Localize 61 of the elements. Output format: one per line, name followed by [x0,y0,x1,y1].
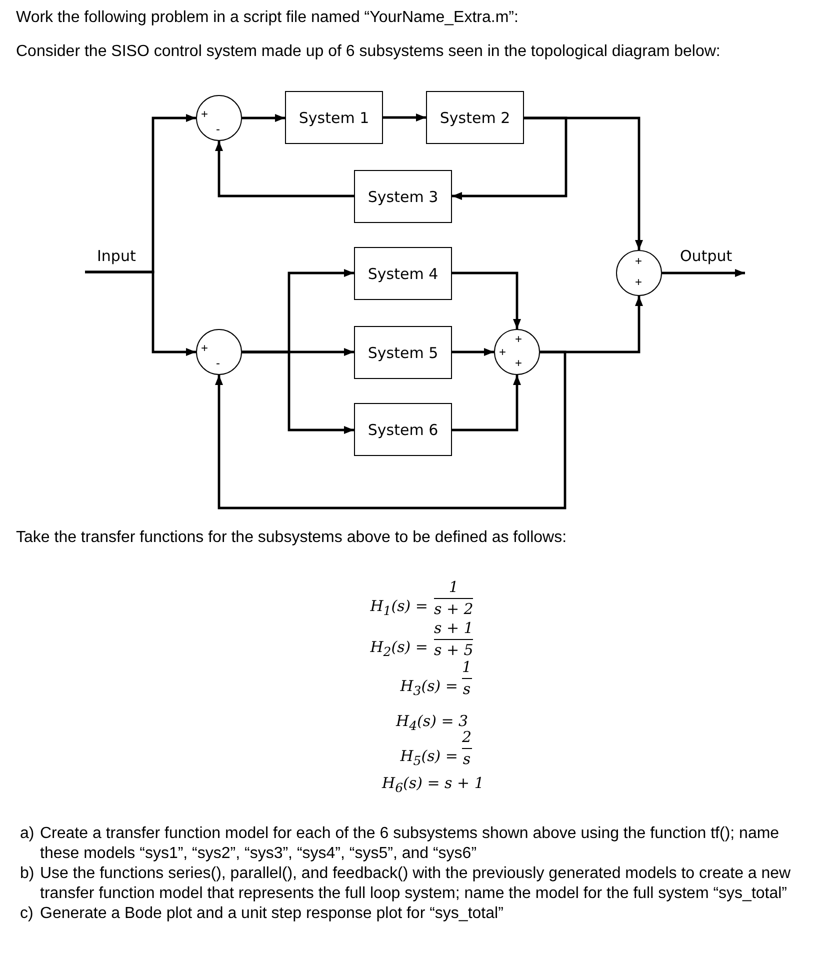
signal-arrow [242,114,285,122]
block-label: System 5 [368,344,438,362]
equation-text: H$_{3}$(s) = [400,677,458,700]
instruction-text: Work the following problem in a script file named “YourName_Extra.m”: [16,8,518,28]
sign-symbol: + [201,108,208,120]
block-label: System 3 [368,188,438,206]
system-block [426,91,524,144]
task-text: Use the functions series(), parallel(), and feedback() with the previously generated models to create a new transfer function model that represents the full loop system; name the model for the full system “sys_total” [40,864,792,904]
system-block [354,326,452,379]
signal-label: Output [680,247,732,265]
task-text: Create a transfer function model for each of the 6 subsystems shown above using the function tf(); name these models “sys1”, “sys2”, “sys3”, “sys4”, “sys5”, and “sys6” [40,824,780,864]
block-label: System 2 [440,108,510,126]
signal-arrow [452,272,521,329]
task-text: Generate a Bode plot and a unit step response plot for “sys_total” [40,904,504,924]
signal-arrow [215,141,354,198]
signal-arrow [452,348,494,356]
denominator: s [462,680,471,700]
summing-junction [196,95,242,141]
signal-arrow [452,375,521,432]
system-block [285,91,383,144]
block-label: System 6 [368,420,438,438]
sign-symbol: - [216,357,220,369]
numerator: s + 1 [434,619,474,638]
block-label: System 4 [368,264,438,282]
sign-symbol: + [635,276,642,288]
system-block [354,170,452,223]
equation-text: H$_{1}$(s) = [370,597,428,620]
signal-arrow [452,116,568,200]
denominator: s + 5 [434,641,474,660]
sign-symbol: + [201,342,208,354]
signal-arrow [383,114,426,122]
list-marker: c) [20,904,34,924]
block-label: System 1 [298,108,370,126]
list-marker: b) [20,864,36,884]
sign-symbol: + [515,357,522,369]
summing-junction [196,329,242,375]
instruction-text: Take the transfer functions for the subsystems above to be defined as follows: [16,528,567,548]
summing-junction [616,250,662,296]
sign-symbol: - [216,123,220,135]
signal-label: Input [97,247,136,265]
sign-symbol: + [515,333,522,345]
list-marker: a) [20,824,36,844]
signal-arrow [524,116,643,250]
denominator: s + 2 [434,600,474,620]
equation-text: H$_{2}$(s) = [370,638,428,661]
instruction-text: Consider the SISO control system made up of 6 subsystems seen in the topological diagram below: [16,42,720,62]
sign-symbol: + [499,346,506,358]
signal-arrow [215,350,566,510]
denominator: s [462,750,471,770]
system-block [354,247,452,300]
system-block [354,403,452,456]
numerator: 1 [462,658,472,677]
signal-arrow [662,269,745,277]
summing-junction [494,329,540,375]
numerator: 2 [462,728,472,747]
signal-arrow [85,270,196,356]
sign-symbol: + [635,255,642,267]
signal-arrow [242,350,354,434]
equation-text: H$_{5}$(s) = [400,747,458,770]
equation-text: H$_{6}$(s) = s + 1 [382,774,484,797]
numerator: 1 [448,578,458,597]
